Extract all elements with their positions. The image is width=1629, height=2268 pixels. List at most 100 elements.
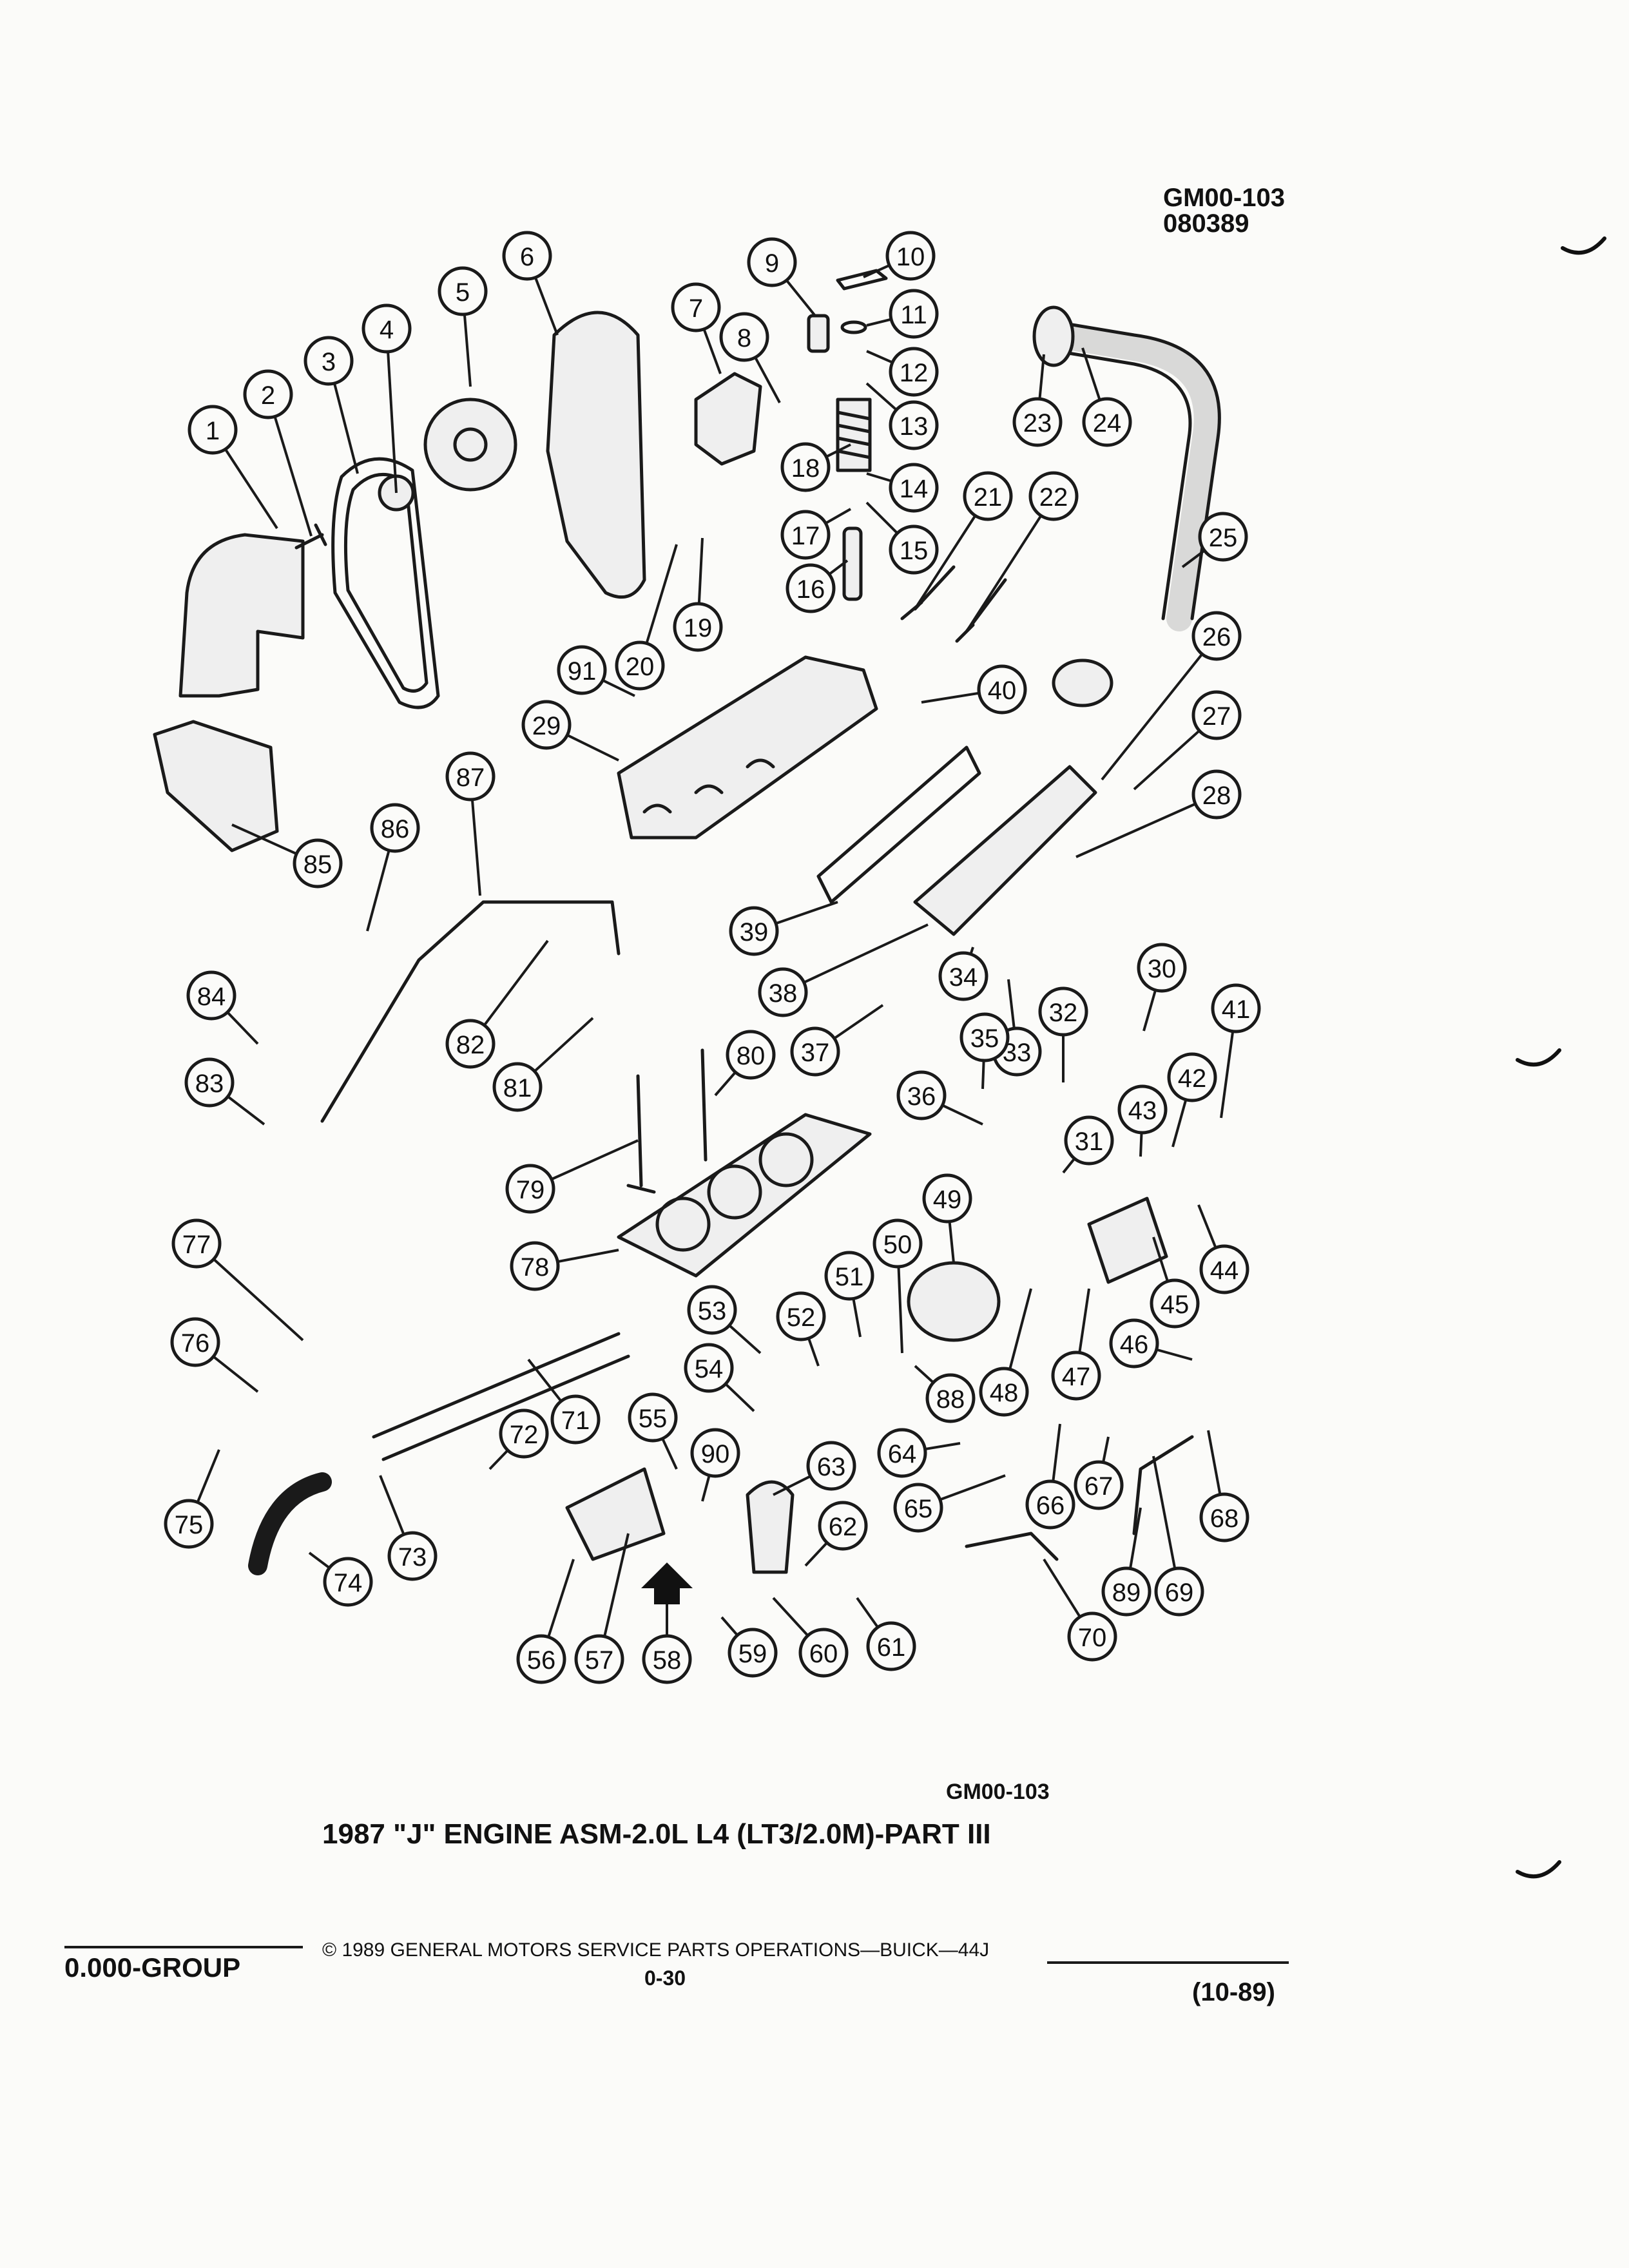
callout-77: 77	[171, 1218, 304, 1341]
leader-line	[602, 678, 635, 697]
leader-line	[925, 1442, 961, 1451]
callout-number: 83	[195, 1070, 224, 1098]
part-18-spring-coils	[836, 410, 872, 459]
callout-number: 23	[1023, 409, 1052, 437]
callout-65: 65	[893, 1474, 1006, 1533]
callout-number: 22	[1039, 483, 1068, 512]
callout-12: 12	[866, 347, 939, 397]
part-69-line	[1132, 1435, 1194, 1535]
leader-line	[1081, 347, 1101, 401]
callout-7: 7	[671, 282, 722, 374]
callout-number: 64	[888, 1440, 917, 1468]
callout-circle	[747, 237, 797, 287]
callout-15: 15	[865, 501, 939, 575]
callout-number: 8	[737, 324, 751, 352]
footer-copyright: © 1989 GENERAL MOTORS SERVICE PARTS OPER…	[322, 1939, 990, 1961]
callout-circle	[445, 751, 496, 802]
callout-58: 58	[642, 1604, 692, 1684]
callout-circle	[684, 1343, 734, 1393]
leader-line	[1043, 1558, 1081, 1618]
callout-39: 39	[729, 901, 838, 956]
callout-37: 37	[790, 1004, 884, 1077]
callout-circle	[1191, 769, 1242, 820]
callout-number: 25	[1209, 524, 1238, 552]
callout-number: 5	[456, 278, 470, 307]
callout-circle	[510, 1241, 560, 1291]
callout-91: 91	[557, 645, 635, 697]
callout-73: 73	[379, 1475, 438, 1581]
callout-11: 11	[866, 289, 939, 339]
part-78-head-gasket	[617, 1113, 872, 1278]
callout-number: 63	[817, 1453, 846, 1481]
callout-circle	[1211, 983, 1261, 1033]
callout-number: 73	[398, 1543, 427, 1571]
callout-circle	[877, 1428, 927, 1478]
callout-74: 74	[308, 1552, 373, 1607]
callout-9: 9	[747, 237, 816, 317]
callout-number: 51	[835, 1263, 864, 1291]
callout-63: 63	[773, 1441, 856, 1496]
callout-number: 7	[689, 294, 703, 323]
callout-number: 18	[791, 454, 820, 483]
callout-circle	[798, 1628, 849, 1678]
callout-number: 15	[900, 537, 929, 565]
callout-circle	[304, 336, 354, 386]
callout-number: 20	[626, 653, 655, 681]
part-25-hose-outline-a	[1055, 320, 1221, 620]
callout-circle	[977, 664, 1027, 715]
leader-line	[1133, 729, 1200, 791]
callout-number: 16	[796, 575, 825, 604]
callout-number: 86	[381, 815, 410, 843]
callout-circle	[1064, 1115, 1114, 1166]
callout-circle	[896, 1070, 947, 1120]
part-38-exhaust-manifold	[913, 765, 1097, 936]
callout-circle	[186, 970, 236, 1021]
callout-circle	[1067, 1611, 1117, 1662]
leader-line	[483, 939, 549, 1026]
callout-53: 53	[687, 1285, 762, 1354]
callout-circle	[1199, 1244, 1249, 1294]
callout-number: 59	[738, 1640, 767, 1668]
callout-number: 1	[206, 417, 220, 445]
callout-number: 48	[990, 1379, 1019, 1407]
callout-30: 30	[1137, 943, 1187, 1032]
callout-circle	[188, 405, 238, 455]
leader-line	[1181, 549, 1206, 568]
part-78-bore-3	[758, 1132, 814, 1187]
binder-mark-middle	[1516, 1048, 1561, 1067]
callout-circle	[780, 510, 831, 560]
leader-line	[697, 537, 704, 604]
callout-circle	[438, 266, 488, 316]
callout-circle	[719, 312, 769, 362]
leader-line	[645, 544, 678, 644]
callout-20: 20	[615, 544, 678, 691]
callout-86: 86	[366, 803, 420, 932]
callout-19: 19	[673, 537, 723, 652]
front-arrow	[641, 1562, 693, 1604]
leader-line	[227, 1095, 265, 1126]
callout-51: 51	[824, 1251, 874, 1338]
leader-line	[196, 1449, 220, 1503]
leader-line	[547, 1559, 575, 1638]
callout-31: 31	[1062, 1115, 1114, 1174]
leader-line	[273, 416, 313, 537]
leader-line	[527, 1358, 563, 1402]
callout-circle	[293, 838, 343, 889]
callout-number: 42	[1178, 1064, 1207, 1093]
callout-number: 31	[1075, 1128, 1104, 1156]
footer-revision: (10-89)	[1192, 1978, 1275, 2006]
part-5-sprocket	[423, 398, 517, 492]
callout-circle	[893, 1483, 943, 1533]
part-71-coolant-pipe	[372, 1332, 630, 1461]
part-3-timing-belt-inner	[343, 472, 429, 693]
callout-number: 49	[933, 1186, 962, 1214]
callout-circle	[170, 1317, 220, 1367]
callout-circle	[1167, 1052, 1217, 1102]
leader-line	[866, 472, 892, 483]
leader-line	[965, 515, 1043, 633]
callout-8: 8	[719, 312, 781, 403]
leader-line	[773, 1475, 811, 1496]
diagram-title: 1987 "J" ENGINE ASM-2.0L L4 (LT3/2.0M)-P…	[322, 1818, 991, 1850]
